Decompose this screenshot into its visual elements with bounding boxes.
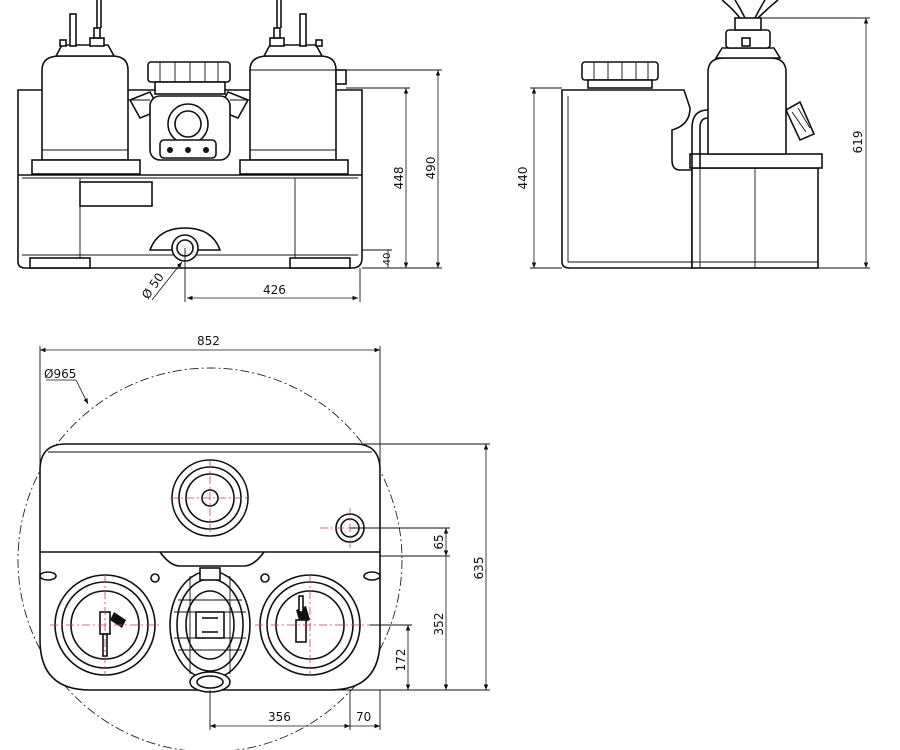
front-view [17, 0, 442, 302]
dim-circle-diameter: Ø965 [44, 367, 76, 381]
dim-40: 40 [382, 253, 393, 266]
dim-635: 635 [472, 557, 486, 580]
dim-440: 440 [516, 167, 530, 190]
top-view [17, 346, 490, 750]
dim-70: 70 [356, 710, 371, 724]
dim-356: 356 [268, 710, 291, 724]
dim-852: 852 [197, 334, 220, 348]
dim-65: 65 [432, 534, 446, 549]
dim-426: 426 [263, 283, 286, 297]
dim-490: 490 [424, 157, 438, 180]
dim-448: 448 [392, 167, 406, 190]
dim-352: 352 [432, 613, 446, 636]
dim-619: 619 [851, 131, 865, 154]
dim-172: 172 [394, 649, 408, 672]
side-view [530, 0, 870, 269]
